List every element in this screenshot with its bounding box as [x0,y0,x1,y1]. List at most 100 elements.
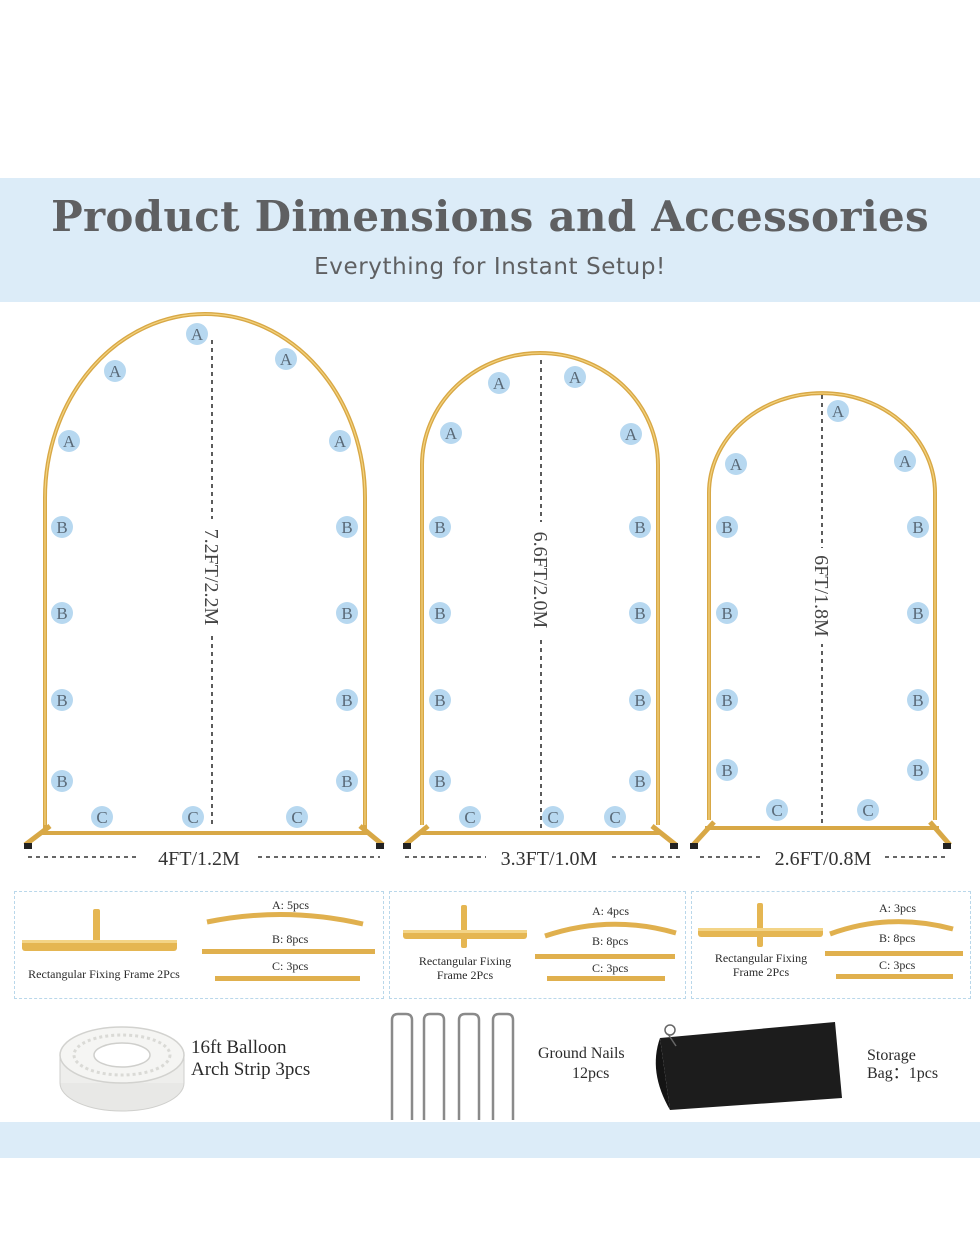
parts-medium [535,921,677,981]
extras-drawings [59,1012,842,1120]
part-marker-b [336,602,358,624]
part-marker-a [58,430,80,452]
part-marker-c [91,806,113,828]
part-marker-letter: A [832,402,845,421]
part-marker-letter: B [341,691,352,710]
part-marker-b [907,759,929,781]
part-marker-letter: A [445,424,458,443]
part-marker-b [629,602,651,624]
part-marker-a [275,348,297,370]
page-title: Product Dimensions and Accessories [51,192,929,241]
part-marker-letter: B [341,772,352,791]
storage-bag-label-2: Bag：1pcs [867,1065,939,1082]
part-marker-b [336,516,358,538]
part-marker-letter: B [434,772,445,791]
part-marker-b [907,516,929,538]
part-marker-b [429,602,451,624]
part-marker-c [459,806,481,828]
kit-small-frame-label-1: Rectangular Fixing [714,951,808,965]
part-marker-letter: A [334,432,347,451]
height-label-small: 6FT/1.8M [810,555,832,637]
height-label-large: 7.2FT/2.2M [200,529,222,626]
part-marker-letter: B [912,518,923,537]
part-marker-letter: C [609,808,620,827]
part-marker-b [716,689,738,711]
kit-box-small [691,891,971,999]
kit-medium-frame-label-1: Rectangular Fixing [418,954,512,968]
ground-nails-label-1: Ground Nails [538,1045,625,1062]
part-marker-letter: B [912,604,923,623]
part-marker-letter: B [634,691,645,710]
arch-medium [403,351,680,858]
kit-large-b-count: B: 8pcs [272,932,309,946]
part-marker-letter: B [56,772,67,791]
part-marker-letter: B [434,691,445,710]
part-marker-letter: A [730,455,743,474]
part-marker-b [429,770,451,792]
part-marker-b [629,516,651,538]
part-marker-b [336,770,358,792]
part-marker-c [182,806,204,828]
part-marker-letter: A [63,432,76,451]
part-marker-a [564,366,586,388]
width-label-small: 2.6FT/0.8M [775,848,872,870]
part-marker-a [329,430,351,452]
part-marker-letter: B [634,604,645,623]
part-marker-letter: B [56,518,67,537]
part-marker-letter: B [721,604,732,623]
part-marker-a [104,360,126,382]
part-marker-letter: A [569,368,582,387]
part-marker-c [604,806,626,828]
footer-band [0,1122,980,1158]
arch-small [690,391,952,858]
kit-medium-b-count: B: 8pcs [592,934,629,948]
part-marker-b [716,759,738,781]
part-marker-letter: B [721,761,732,780]
kit-medium-frame-label-2: Frame 2Pcs [436,968,494,982]
part-marker-b [716,602,738,624]
kit-large-frame-label: Rectangular Fixing Frame 2Pcs [28,967,180,981]
part-marker-letter: C [187,808,198,827]
part-marker-c [286,806,308,828]
part-marker-a [186,323,208,345]
part-marker-c [857,799,879,821]
part-marker-b [336,689,358,711]
part-marker-b [629,689,651,711]
part-marker-b [907,689,929,711]
kit-small-b-count: B: 8pcs [879,931,916,945]
part-marker-letter: B [434,518,445,537]
part-marker-letter: B [56,691,67,710]
parts-small [825,919,963,979]
part-marker-c [766,799,788,821]
part-marker-b [629,770,651,792]
part-marker-letter: A [899,452,912,471]
kit-medium-a-count: A: 4pcs [592,904,629,918]
balloon-strip-label-2: Arch Strip 3pcs [191,1059,311,1080]
balloon-strip-icon [59,1026,185,1112]
part-marker-a [488,372,510,394]
part-marker-letter: C [547,808,558,827]
storage-bag-label-1: Storage [867,1047,916,1064]
page-subtitle: Everything for Instant Setup! [314,254,666,280]
part-marker-b [51,770,73,792]
fixing-frame-small [698,903,823,947]
part-marker-letter: A [109,362,122,381]
part-marker-letter: B [434,604,445,623]
kit-large-c-count: C: 3pcs [272,959,309,973]
part-marker-letter: B [912,761,923,780]
part-marker-letter: C [291,808,302,827]
part-marker-letter: B [634,518,645,537]
part-marker-letter: B [721,691,732,710]
kit-large-a-count: A: 5pcs [272,898,309,912]
part-marker-a [620,423,642,445]
part-marker-b [716,516,738,538]
part-marker-letter: A [625,425,638,444]
kit-box-medium [389,891,686,999]
part-marker-b [907,602,929,624]
part-marker-a [894,450,916,472]
part-marker-letter: C [771,801,782,820]
fixing-frame-medium [403,905,527,948]
kit-medium-c-count: C: 3pcs [592,961,629,975]
